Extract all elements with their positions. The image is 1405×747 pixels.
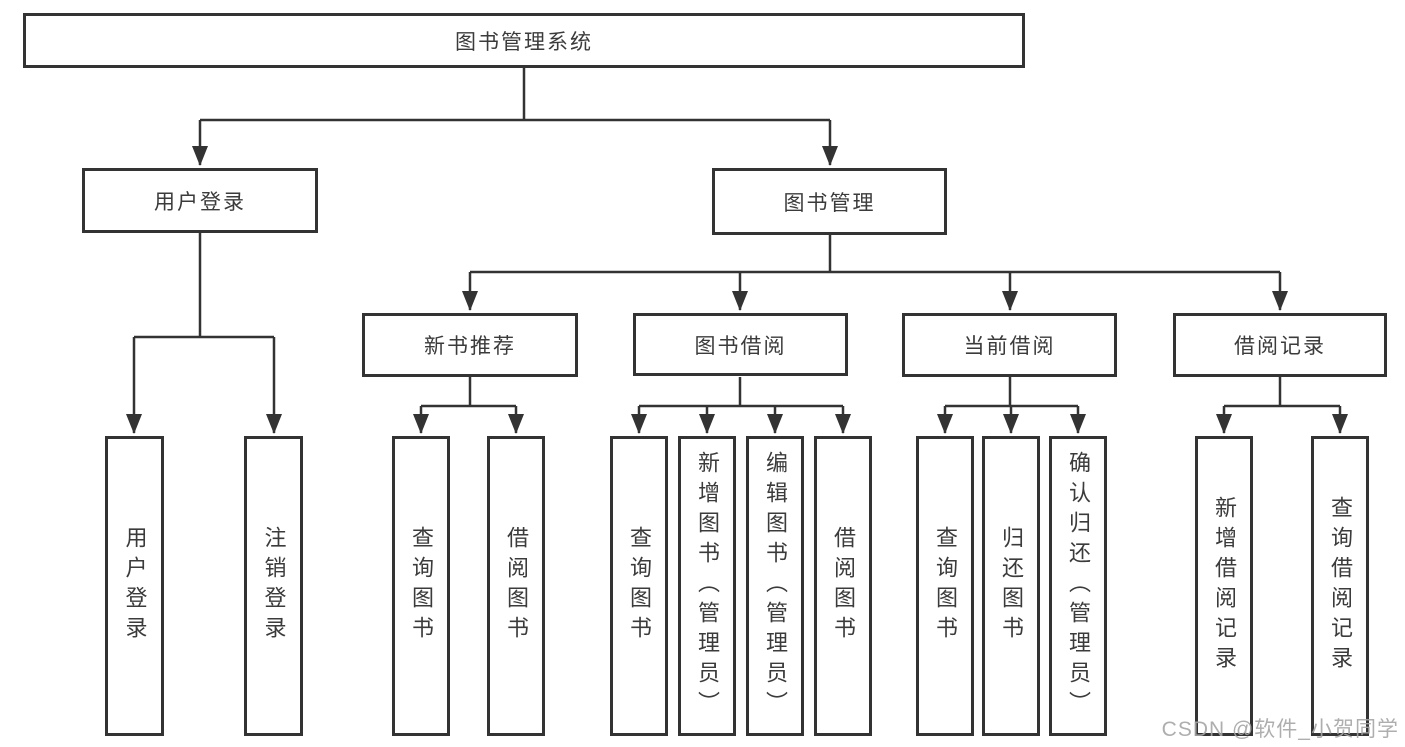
leaf-confirm-return-admin: 确认归还（管理员）: [1049, 436, 1107, 736]
node-user-login: 用户登录: [82, 168, 318, 233]
watermark: CSDN @软件_小贺同学: [1161, 718, 1399, 741]
leaf-query-borrow-record: 查询借阅记录: [1311, 436, 1369, 736]
leaf-edit-books-admin: 编辑图书（管理员）: [746, 436, 804, 736]
node-current-borrow: 当前借阅: [902, 313, 1117, 377]
leaf-borrow-books-recommend: 借阅图书: [487, 436, 545, 736]
leaf-add-borrow-record: 新增借阅记录: [1195, 436, 1253, 736]
node-book-management: 图书管理: [712, 168, 947, 235]
leaf-user-login: 用户登录: [105, 436, 164, 736]
leaf-add-books-admin: 新增图书（管理员）: [678, 436, 736, 736]
node-library-system: 图书管理系统: [23, 13, 1025, 68]
leaf-query-books-current: 查询图书: [916, 436, 974, 736]
node-borrow-records: 借阅记录: [1173, 313, 1387, 377]
leaf-return-books: 归还图书: [982, 436, 1040, 736]
leaf-logout-login: 注销登录: [244, 436, 303, 736]
node-new-book-recommend: 新书推荐: [362, 313, 578, 377]
node-book-borrow: 图书借阅: [633, 313, 848, 376]
leaf-borrow-books: 借阅图书: [814, 436, 872, 736]
leaf-query-books-borrow: 查询图书: [610, 436, 668, 736]
leaf-query-books-recommend: 查询图书: [392, 436, 450, 736]
